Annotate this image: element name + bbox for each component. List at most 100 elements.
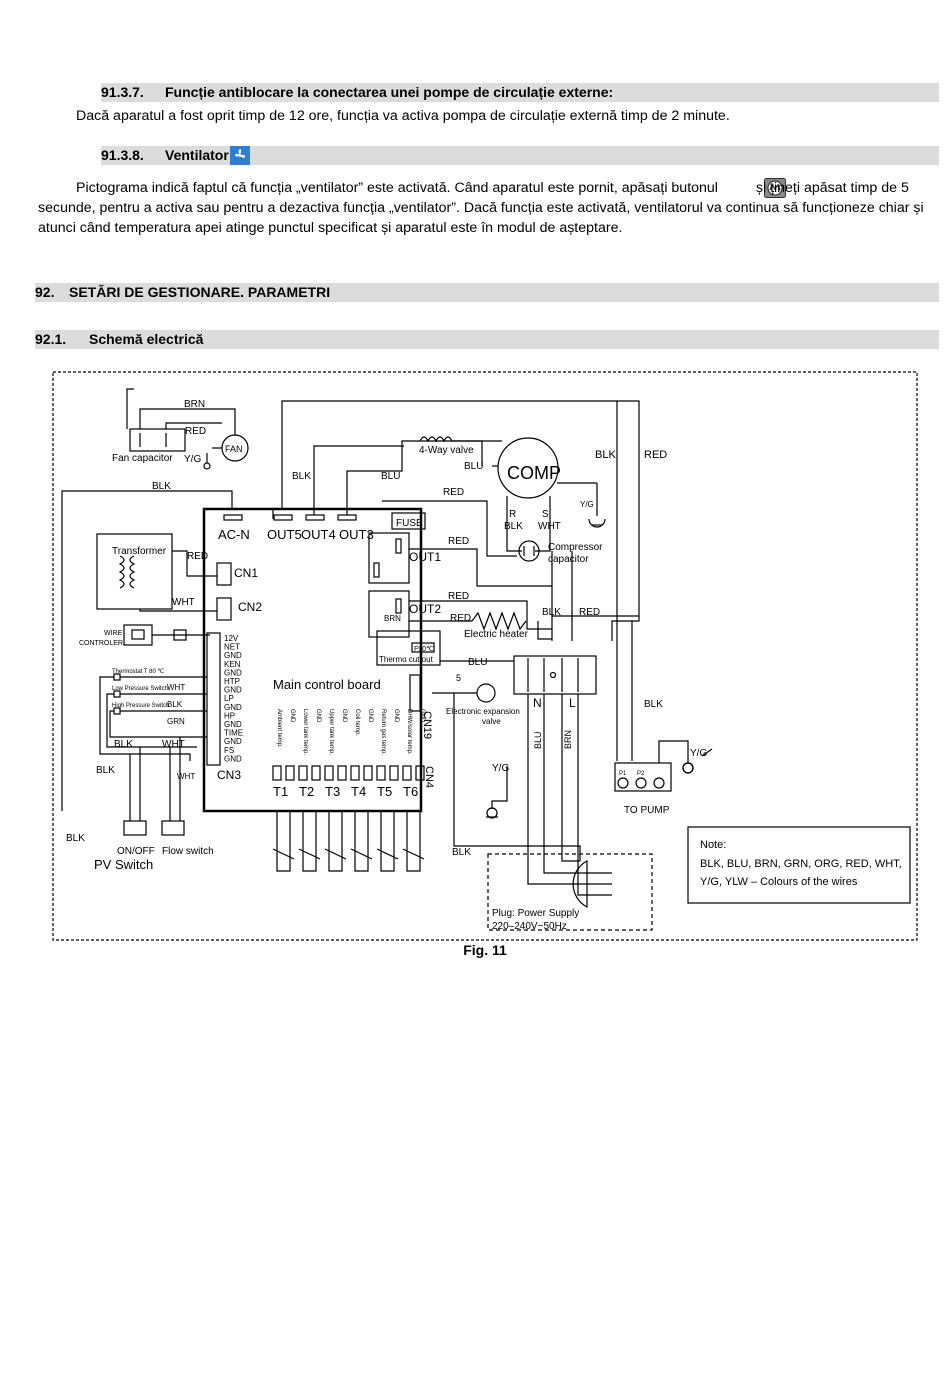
wht-label: WHT xyxy=(172,597,195,608)
red-label: RED xyxy=(448,591,469,602)
s-label: S xyxy=(542,509,549,520)
fan-capacitor xyxy=(129,428,186,452)
cn2-connector xyxy=(216,597,232,621)
cn3-pin-label: GND xyxy=(224,686,242,695)
blk-label: BLK xyxy=(114,739,133,750)
cn3-pin-label: KEN xyxy=(224,660,241,669)
pv-switch-label: PV Switch xyxy=(94,857,153,872)
plug-label-2: 220–240V~50Hz xyxy=(492,921,567,932)
out4-label: OUT4 xyxy=(301,527,336,542)
compressor-capacitor xyxy=(518,540,540,562)
blu-label: BLU xyxy=(464,461,483,472)
section-heading-92: 92. SETĂRI DE GESTIONARE. PARAMETRI xyxy=(35,283,939,302)
wht-label: WHT xyxy=(177,772,195,781)
cn3-label: CN3 xyxy=(217,768,241,782)
cn4-sensor-label: GND xyxy=(315,709,321,723)
blu-label: BLU xyxy=(533,731,543,749)
brn-label: BRN xyxy=(384,614,401,623)
cn4-sensor-label: Coil temp. xyxy=(354,709,360,736)
cn4-sensor-label: Ambient temp. xyxy=(276,709,282,748)
grn-label: GRN xyxy=(167,717,185,726)
flow-switch xyxy=(161,820,185,836)
compressor xyxy=(497,437,559,499)
out1-label: OUT1 xyxy=(409,550,441,564)
blk-label: BLK xyxy=(452,847,471,858)
mode-button-icon xyxy=(726,178,786,198)
section-number: 91.3.8. xyxy=(101,147,144,163)
blk-label: BLK xyxy=(504,521,523,532)
wht-label: WHT xyxy=(167,683,185,692)
main-control-board-label: Main control board xyxy=(273,677,381,692)
transformer xyxy=(96,533,173,610)
wht-label: WHT xyxy=(162,739,185,750)
brn-label: BRN xyxy=(563,730,573,749)
red-label: RED xyxy=(644,449,667,461)
blu-label: BLU xyxy=(381,471,400,482)
p1-label: P1 xyxy=(619,771,627,777)
blk-label: BLK xyxy=(542,607,561,618)
expansion-valve-label-2: valve xyxy=(482,717,501,726)
cn3-pin-label: GND xyxy=(224,703,242,712)
cn4-sensor-label: GND xyxy=(289,709,295,723)
cn4-sensor-label: GND xyxy=(341,709,347,723)
cn2-label: CN2 xyxy=(238,600,262,614)
compressor-capacitor-label-2: capacitor xyxy=(548,554,589,565)
cn3-pin-label: NET xyxy=(224,643,240,652)
section-number: 92. xyxy=(35,284,55,300)
temperature-probes xyxy=(272,811,425,872)
fan-icon xyxy=(229,146,250,165)
t-sensor-label: T6 xyxy=(403,784,418,799)
body-text-part1: Pictograma indică faptul că funcția „ven… xyxy=(76,180,718,196)
cn19-connector xyxy=(409,674,421,712)
blk-label: BLK xyxy=(292,471,311,482)
section-number: 92.1. xyxy=(35,331,67,347)
cn3-pin-label: GND xyxy=(224,668,242,677)
section-title: SETĂRI DE GESTIONARE. PARAMETRI xyxy=(69,284,331,300)
body-text-part2: și țineți apăsat timp de 5 secunde, pent… xyxy=(38,180,924,236)
cn3-pin-label: GND xyxy=(224,737,242,746)
flow-switch-label: Flow switch xyxy=(162,846,214,857)
cn3-pin-label: 12V xyxy=(224,634,239,643)
p2-label: P2 xyxy=(637,771,645,777)
cn4-sensor-label: DHW/solar temp. xyxy=(406,709,412,755)
fan-capacitor-label: Fan capacitor xyxy=(112,453,173,464)
on-off-switch xyxy=(123,820,147,836)
five-label: 5 xyxy=(456,673,461,683)
out2-label: OUT2 xyxy=(409,602,441,616)
relay-out1 xyxy=(368,532,410,584)
blk-label: BLK xyxy=(644,699,663,710)
blu-label: BLU xyxy=(468,657,487,668)
n-label: N xyxy=(533,696,542,710)
cn3-connector xyxy=(206,632,221,766)
section-heading-91-3-7: 91.3.7.Funcție antiblocare la conectarea… xyxy=(101,83,939,102)
ac-n-label: AC-N xyxy=(218,527,250,542)
wire-controller xyxy=(123,624,153,646)
red-label: RED xyxy=(185,426,206,437)
fan-label: FAN xyxy=(225,444,243,454)
four-way-valve-coil xyxy=(419,436,453,443)
note-line-2: Y/G, YLW – Colours of the wires xyxy=(700,876,858,888)
thermo-cut-out xyxy=(376,630,441,666)
t-sensor-label: T3 xyxy=(325,784,340,799)
blk-label: BLK xyxy=(152,481,171,492)
section-body: Pictograma indică faptul că funcția „ven… xyxy=(38,178,936,238)
diagram-frame xyxy=(52,371,918,941)
cn3-pin-labels: 12VNETGNDKENGNDHTPGNDLPGNDHPGNDTIMEGNDFS… xyxy=(224,634,243,763)
cn3-pin-label: FS xyxy=(224,746,234,755)
l-label: L xyxy=(569,696,576,710)
t-sensor-label: T4 xyxy=(351,784,366,799)
expansion-valve-label-1: Electronic expansion xyxy=(446,707,520,716)
terminal-block xyxy=(513,655,597,695)
cn3-pin-label: GND xyxy=(224,651,242,660)
transformer-label: Transformer xyxy=(112,546,167,557)
high-pressure-label: High Pressure Switch xyxy=(112,703,169,709)
cn3-pin-label: GND xyxy=(224,754,242,763)
section-heading-91-3-8: 91.3.8.Ventilator xyxy=(101,146,939,165)
figure-caption: Fig. 11 xyxy=(463,942,507,958)
t-sensor-label: T1 xyxy=(273,784,288,799)
blk-label: BLK xyxy=(96,765,115,776)
cn3-pin-label: LP xyxy=(224,694,234,703)
power-supply-plug-box xyxy=(487,853,653,931)
